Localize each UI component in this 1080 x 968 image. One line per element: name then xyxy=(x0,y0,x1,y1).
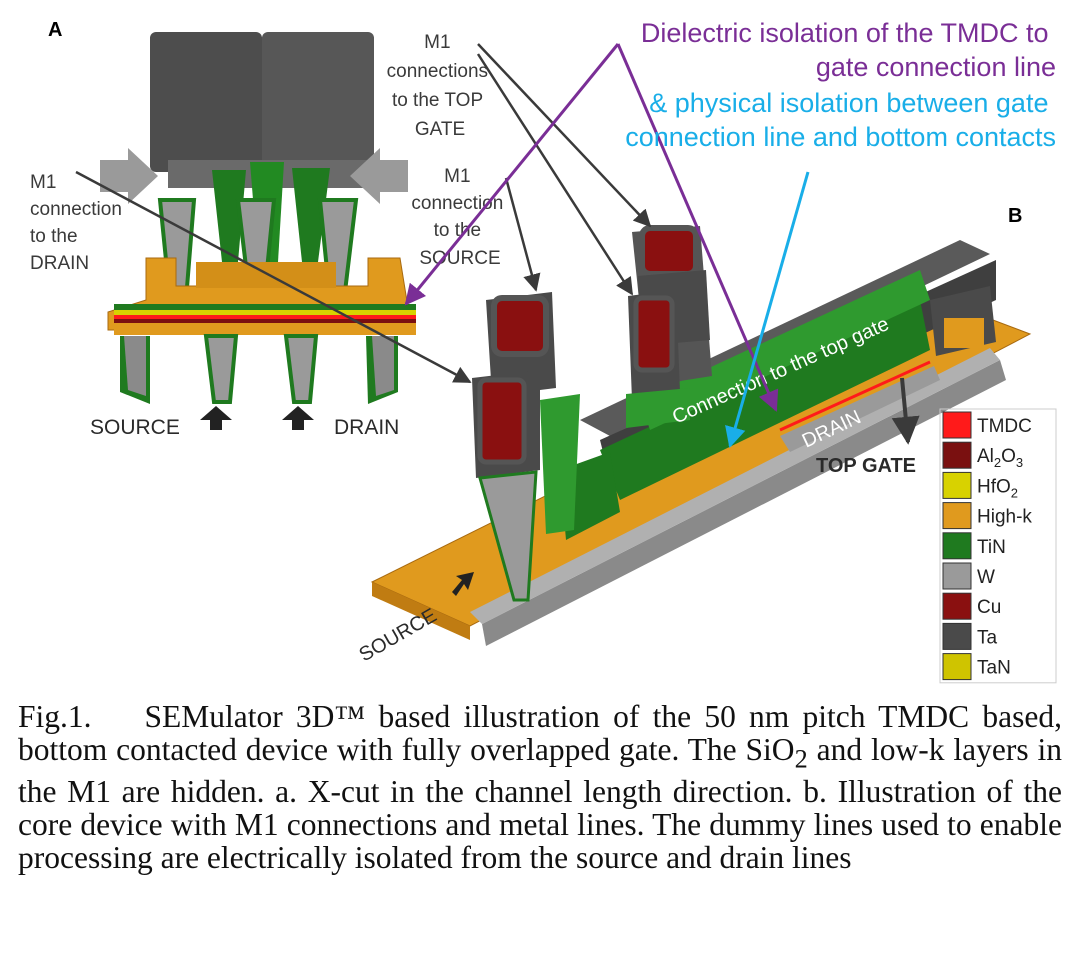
panel-b-letter: B xyxy=(1008,205,1022,227)
legend-label: TiN xyxy=(977,537,1006,558)
legend-swatch xyxy=(942,562,972,590)
label-m1-top-gate: M1 connections to the TOP GATE xyxy=(387,32,494,140)
legend-label: W xyxy=(977,567,995,588)
cyan-callout-arrow xyxy=(725,171,810,449)
caption-body-1: SEMulator 3D™ based illustration of the … xyxy=(18,699,1062,767)
caption-sub: 2 xyxy=(794,744,808,774)
gray-arrow-right xyxy=(350,148,408,204)
source-up-arrow xyxy=(200,406,232,430)
drain-up-arrow xyxy=(282,406,314,430)
caption-body-2: and low-k layers in the M1 are hidden. a… xyxy=(18,732,1062,876)
purple-callout-arrows xyxy=(404,43,779,412)
figure-caption: Fig.1. SEMulator 3D™ based illustration … xyxy=(18,700,1062,874)
m1-pillar-drain xyxy=(472,370,540,602)
legend-label: Ta xyxy=(977,627,998,648)
m1-block-left xyxy=(150,32,262,172)
m1-pillar-source xyxy=(486,292,580,534)
legend-label: Al2O3 xyxy=(977,446,1023,470)
legend-swatch xyxy=(942,471,972,499)
legend-swatch xyxy=(942,622,972,650)
physical-isolation-callout: & physical isolation between gate connec… xyxy=(625,88,1056,152)
legend-swatch xyxy=(942,411,972,439)
legend-label: Cu xyxy=(977,597,1001,618)
gray-callout-arrows xyxy=(75,43,920,445)
legend-frame xyxy=(939,408,1057,684)
legend-label: TaN xyxy=(977,658,1011,679)
panel-b-3d-device xyxy=(370,225,1032,646)
legend-swatch xyxy=(942,532,972,560)
label-m1-drain: M1 connection to the DRAIN xyxy=(30,172,127,274)
device-figure: A M1 connection to the DRAIN M1 connecti… xyxy=(30,18,1057,684)
m1-pillar-top-gate-2 xyxy=(626,290,690,428)
gray-arrow-left xyxy=(100,148,158,204)
source-arrow-b xyxy=(452,572,474,596)
legend-label: High-k xyxy=(977,507,1032,528)
legend-swatch xyxy=(942,502,972,530)
label-source-a: SOURCE xyxy=(90,416,180,439)
panel-a-crosssection xyxy=(100,32,416,430)
legend-swatch xyxy=(942,592,972,620)
m1-block-right xyxy=(262,32,374,182)
label-top-gate: TOP GATE xyxy=(816,455,916,477)
legend-swatch xyxy=(942,653,972,681)
label-m1-source: M1 connection to the SOURCE xyxy=(411,166,508,269)
label-drain-a: DRAIN xyxy=(334,416,399,439)
legend-swatch xyxy=(942,441,972,469)
label-source-b: SOURCE xyxy=(356,604,441,666)
caption-lead: Fig.1. xyxy=(18,699,92,734)
panel-a-letter: A xyxy=(48,19,62,41)
legend-label: HfO2 xyxy=(977,476,1018,500)
legend-label: TMDC xyxy=(977,416,1032,437)
dielectric-isolation-callout: Dielectric isolation of the TMDC to gate… xyxy=(641,18,1056,82)
